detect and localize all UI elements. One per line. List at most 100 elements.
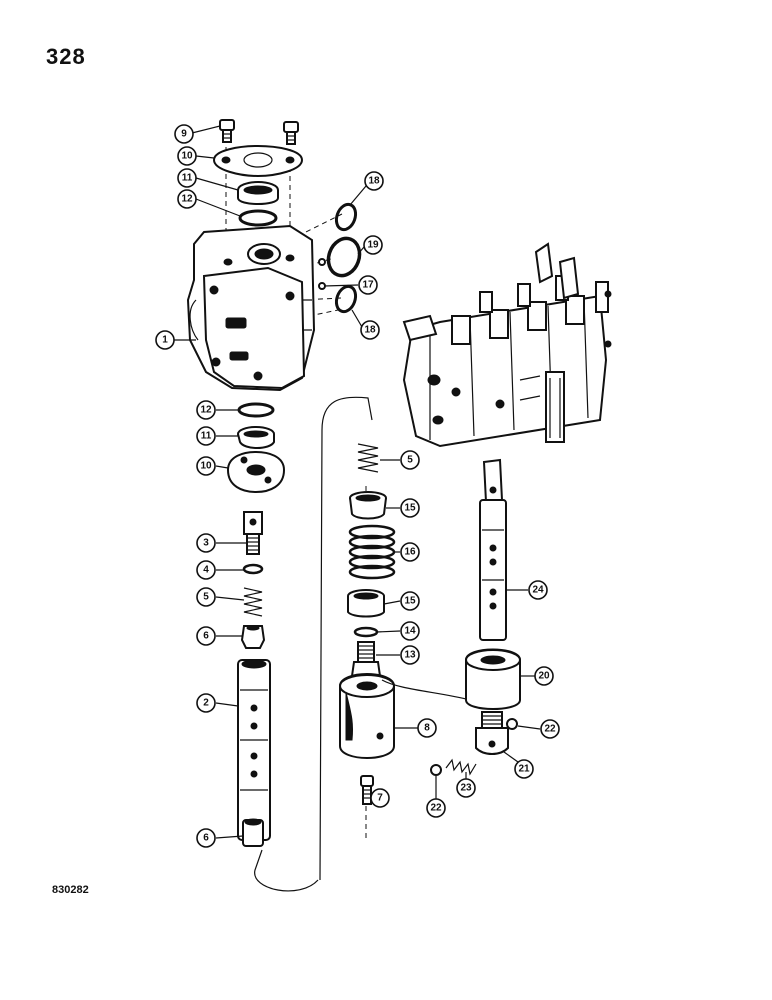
callout-19: 19 <box>363 235 383 255</box>
svg-text:3: 3 <box>203 538 209 549</box>
callout-18-upper: 18 <box>364 171 384 191</box>
page-number: 328 <box>46 44 86 69</box>
cap-screw-9-right <box>283 121 299 145</box>
callout-22-left: 22 <box>426 798 446 818</box>
callout-21: 21 <box>514 759 534 779</box>
svg-text:4: 4 <box>203 565 209 576</box>
svg-text:15: 15 <box>404 596 416 607</box>
svg-text:9: 9 <box>181 129 187 140</box>
callout-1: 1 <box>155 330 175 350</box>
callout-2: 2 <box>196 693 216 713</box>
assembled-control-valve-illustration <box>402 242 612 448</box>
callout-3: 3 <box>196 533 216 553</box>
bolt-13 <box>350 641 382 677</box>
svg-text:7: 7 <box>377 793 383 804</box>
callout-12-lower: 12 <box>196 400 216 420</box>
callout-8: 8 <box>417 718 437 738</box>
clevis-3 <box>243 511 263 555</box>
svg-text:1: 1 <box>162 335 168 346</box>
callout-16: 16 <box>400 542 420 562</box>
svg-text:11: 11 <box>201 431 212 442</box>
svg-text:16: 16 <box>404 547 416 558</box>
cap-20 <box>465 648 521 710</box>
callout-9: 9 <box>174 124 194 144</box>
svg-text:15: 15 <box>404 503 416 514</box>
retainer-6-lower <box>242 818 264 847</box>
callout-22-right: 22 <box>540 719 560 739</box>
retainer-6-upper <box>240 625 266 649</box>
svg-text:6: 6 <box>203 631 209 642</box>
svg-text:18: 18 <box>368 176 380 187</box>
svg-text:5: 5 <box>203 592 209 603</box>
callout-24: 24 <box>528 580 548 600</box>
svg-text:5: 5 <box>407 455 413 466</box>
o-ring-4 <box>242 563 264 575</box>
callout-11-top: 11 <box>177 168 197 188</box>
spring-16 <box>348 524 396 580</box>
cap-screw-9-left <box>219 119 235 143</box>
callout-10-lower: 10 <box>196 456 216 476</box>
o-ring-18-lower <box>334 284 358 314</box>
figure-number: 830282 <box>52 884 89 896</box>
o-ring-18-upper <box>334 202 358 232</box>
o-ring-19 <box>326 236 362 278</box>
o-ring-12-lower <box>237 402 275 418</box>
callout-18-lower: 18 <box>360 320 380 340</box>
ball-22-right <box>506 718 518 730</box>
callout-20: 20 <box>534 666 554 686</box>
svg-text:10: 10 <box>200 461 212 472</box>
svg-text:2: 2 <box>203 698 209 709</box>
svg-text:12: 12 <box>181 194 193 205</box>
callout-6-upper: 6 <box>196 626 216 646</box>
callout-7: 7 <box>370 788 390 808</box>
o-ring-14 <box>353 626 379 638</box>
callout-4: 4 <box>196 560 216 580</box>
svg-text:19: 19 <box>367 240 379 251</box>
callout-23: 23 <box>456 778 476 798</box>
spool-2 <box>237 659 271 841</box>
adapter-21 <box>475 711 509 755</box>
callout-15-lower: 15 <box>400 591 420 611</box>
spool-24 <box>479 458 507 641</box>
callout-6-lower: 6 <box>196 828 216 848</box>
spring-5-left <box>243 587 263 617</box>
spring-23 <box>445 758 477 776</box>
svg-text:23: 23 <box>460 783 472 794</box>
svg-text:10: 10 <box>181 151 193 162</box>
valve-body-1 <box>186 224 316 392</box>
callout-5-left: 5 <box>196 587 216 607</box>
ball-17 <box>318 258 326 290</box>
svg-text:13: 13 <box>404 650 416 661</box>
svg-text:6: 6 <box>203 833 209 844</box>
svg-text:18: 18 <box>364 325 376 336</box>
flange-10-top <box>212 144 304 178</box>
cap-8 <box>339 673 471 759</box>
ball-22-left <box>430 764 442 776</box>
callout-17: 17 <box>358 275 378 295</box>
svg-text:22: 22 <box>430 803 442 814</box>
svg-text:22: 22 <box>544 724 556 735</box>
seal-11-top <box>237 181 279 205</box>
svg-text:21: 21 <box>518 764 530 775</box>
callout-11-lower: 11 <box>196 426 216 446</box>
svg-text:12: 12 <box>200 405 212 416</box>
svg-text:24: 24 <box>532 585 544 596</box>
flange-10-lower <box>226 450 286 494</box>
svg-text:14: 14 <box>404 626 416 637</box>
o-ring-12-top <box>238 209 278 227</box>
spring-seat-15-lower <box>347 589 385 618</box>
callout-10-top: 10 <box>177 146 197 166</box>
callout-5-middle: 5 <box>400 450 420 470</box>
svg-text:20: 20 <box>538 671 550 682</box>
svg-text:11: 11 <box>182 173 193 184</box>
callout-15-upper: 15 <box>400 498 420 518</box>
spring-5-middle <box>357 443 379 473</box>
callout-14: 14 <box>400 621 420 641</box>
spring-seat-15-upper <box>349 491 387 520</box>
callout-13: 13 <box>400 645 420 665</box>
seal-11-lower <box>237 426 275 449</box>
callout-12-top: 12 <box>177 189 197 209</box>
svg-text:17: 17 <box>362 280 374 291</box>
